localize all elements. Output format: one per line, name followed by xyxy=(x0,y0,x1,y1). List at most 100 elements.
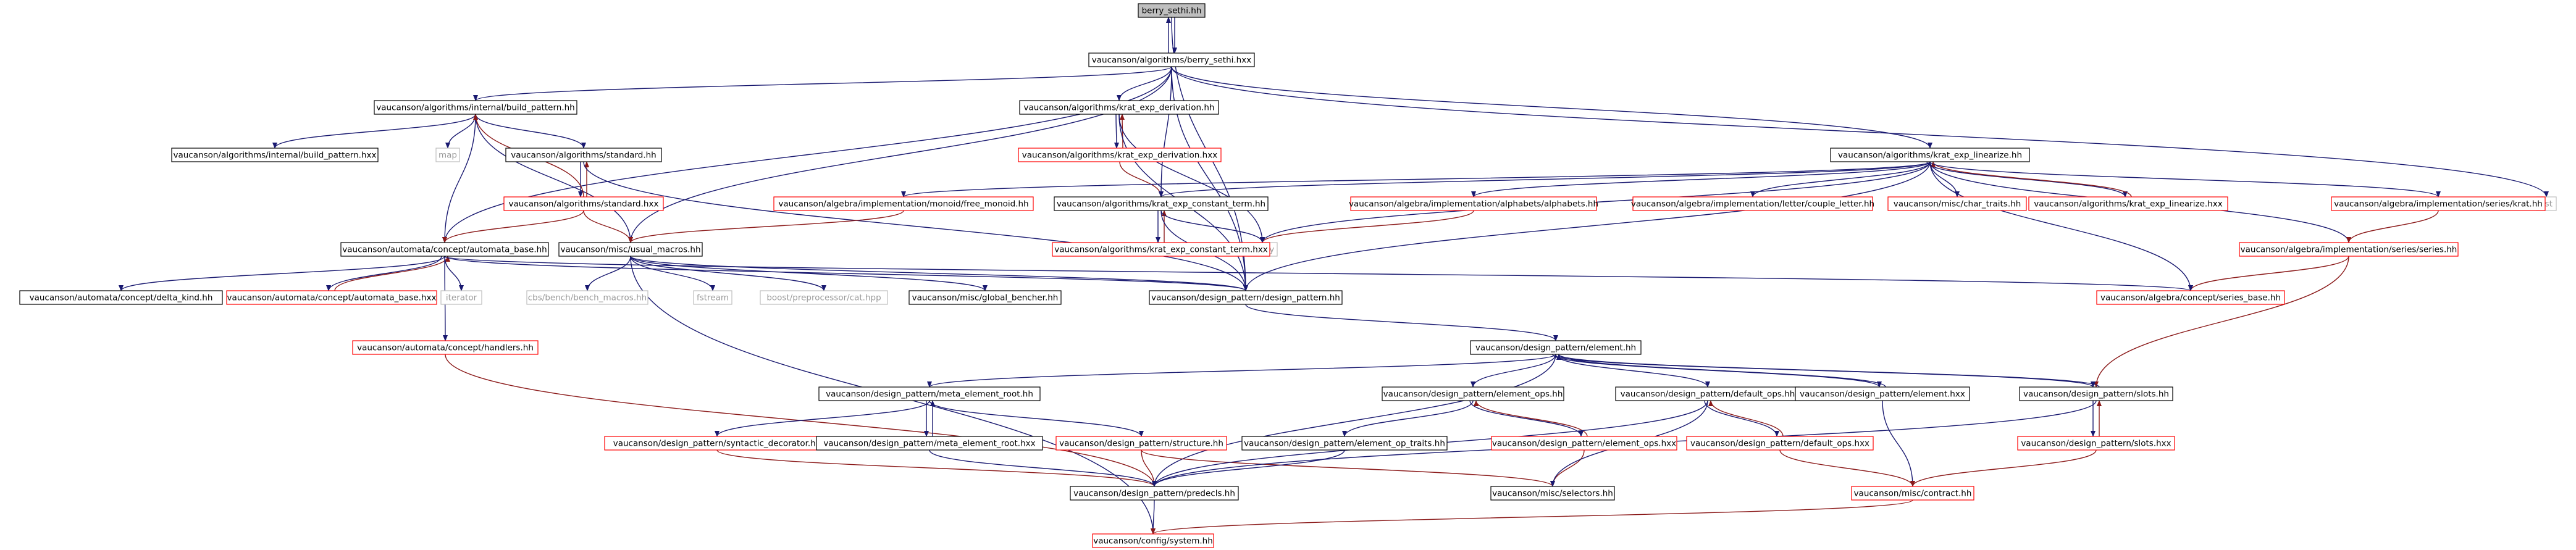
node-krat-exp-linearize-hh[interactable]: vaucanson/algorithms/krat_exp_linearize.… xyxy=(1830,148,2030,162)
node-label-delta-kind: vaucanson/automata/concept/delta_kind.hh xyxy=(30,293,213,303)
node-label-meta-element-root-hxx: vaucanson/design_pattern/meta_element_ro… xyxy=(823,439,1035,449)
node-series-base[interactable]: vaucanson/algebra/concept/series_base.hh xyxy=(2096,290,2285,305)
node-box-bench-macros xyxy=(526,290,648,305)
node-build-pattern-hxx[interactable]: vaucanson/algorithms/internal/build_patt… xyxy=(171,148,379,162)
node-box-usual-macros xyxy=(558,242,703,257)
node-box-design-pattern-hh xyxy=(1149,290,1343,305)
node-label-predecls: vaucanson/design_pattern/predecls.hh xyxy=(1073,489,1235,499)
node-linearize-hxx[interactable]: vaucanson/algorithms/krat_exp_linearize.… xyxy=(2028,196,2228,211)
node-box-series-base xyxy=(2096,290,2285,305)
edge-constant-term-hh-to-utility xyxy=(1160,210,1265,243)
node-box-element-op-traits xyxy=(1241,436,1448,451)
edge-element-hxx-to-contract xyxy=(1882,400,1915,487)
node-krat-hh[interactable]: vaucanson/algebra/implementation/series/… xyxy=(2331,196,2546,211)
node-box-element-ops-hh xyxy=(1382,386,1564,401)
node-slots-hxx[interactable]: vaucanson/design_pattern/slots.hxx xyxy=(2017,436,2175,451)
node-series-hh[interactable]: vaucanson/algebra/implementation/series/… xyxy=(2239,242,2459,257)
node-constant-term-hxx[interactable]: vaucanson/algorithms/krat_exp_constant_t… xyxy=(1052,242,1270,257)
node-usual-macros[interactable]: vaucanson/misc/usual_macros.hh xyxy=(558,242,703,257)
node-box-config-system xyxy=(1092,533,1214,548)
node-handlers[interactable]: vaucanson/automata/concept/handlers.hh xyxy=(352,340,539,355)
node-box-element-hh xyxy=(1470,340,1642,355)
node-predecls[interactable]: vaucanson/design_pattern/predecls.hh xyxy=(1070,486,1239,501)
node-box-root xyxy=(1138,3,1206,18)
edge-design-pattern-hh-to-element-hh xyxy=(1245,304,1558,341)
edge-krat-exp-linearize-hh-to-design-pattern-hh xyxy=(1243,161,1931,291)
edge-series-hh-to-series-base xyxy=(2188,256,2349,291)
node-standard-hxx[interactable]: vaucanson/algorithms/standard.hxx xyxy=(503,196,664,211)
node-element-hh[interactable]: vaucanson/design_pattern/element.hh xyxy=(1470,340,1642,355)
node-label-element-ops-hxx: vaucanson/design_pattern/element_ops.hxx xyxy=(1492,439,1676,449)
edge-standard-hxx-to-usual-macros xyxy=(583,210,633,243)
edge-slots-hh-to-element-hh xyxy=(1556,354,2100,388)
node-bench-macros[interactable]: cbs/bench/bench_macros.hh xyxy=(526,290,648,305)
node-box-build-pattern-hh xyxy=(374,100,577,115)
node-label-iterator: iterator xyxy=(446,293,477,303)
node-label-series-hh: vaucanson/algebra/implementation/series/… xyxy=(2241,245,2457,255)
node-label-bench-macros: cbs/bench/bench_macros.hh xyxy=(528,293,647,303)
edge-automata-base-hh-to-series-base xyxy=(444,256,2193,291)
node-delta-kind[interactable]: vaucanson/automata/concept/delta_kind.hh xyxy=(19,290,223,305)
edge-automata-base-hh-to-iterator xyxy=(444,256,464,291)
node-contract[interactable]: vaucanson/misc/contract.hh xyxy=(1851,486,1974,501)
edge-build-pattern-hh-to-automata-base-hh xyxy=(442,114,476,243)
edge-alphabets-to-utility xyxy=(1260,210,1474,243)
node-box-constant-term-hxx xyxy=(1052,242,1270,257)
node-element-ops-hh[interactable]: vaucanson/design_pattern/element_ops.hh xyxy=(1382,386,1564,401)
node-krat-exp-derivation-hxx[interactable]: vaucanson/algorithms/krat_exp_derivation… xyxy=(1018,148,1222,162)
node-label-slots-hh: vaucanson/design_pattern/slots.hh xyxy=(2023,390,2169,399)
node-selectors[interactable]: vaucanson/misc/selectors.hh xyxy=(1490,486,1615,501)
edge-contract-to-config-system xyxy=(1151,499,1913,535)
node-box-meta-element-root-hxx xyxy=(816,436,1043,451)
node-box-contract xyxy=(1851,486,1974,501)
edge-bs-hxx-to-build-pattern-hh xyxy=(473,66,1172,101)
node-default-ops-hxx[interactable]: vaucanson/design_pattern/default_ops.hxx xyxy=(1686,436,1874,451)
node-automata-base-hxx[interactable]: vaucanson/automata/concept/automata_base… xyxy=(226,290,437,305)
node-automata-base-hh[interactable]: vaucanson/automata/concept/automata_base… xyxy=(340,242,549,257)
node-design-pattern-hh[interactable]: vaucanson/design_pattern/design_pattern.… xyxy=(1149,290,1343,305)
node-box-build-pattern-hxx xyxy=(171,148,379,162)
node-label-syntactic-decorator: vaucanson/design_pattern/syntactic_decor… xyxy=(613,439,821,449)
node-element-ops-hxx[interactable]: vaucanson/design_pattern/element_ops.hxx xyxy=(1491,436,1677,451)
node-iterator[interactable]: iterator xyxy=(440,290,482,305)
node-meta-element-root-hh[interactable]: vaucanson/design_pattern/meta_element_ro… xyxy=(818,386,1041,401)
node-free-monoid[interactable]: vaucanson/algebra/implementation/monoid/… xyxy=(773,196,1034,211)
node-element-op-traits[interactable]: vaucanson/design_pattern/element_op_trai… xyxy=(1241,436,1448,451)
node-default-ops-hh[interactable]: vaucanson/design_pattern/default_ops.hh xyxy=(1615,386,1800,401)
node-element-hxx[interactable]: vaucanson/design_pattern/element.hxx xyxy=(1795,386,1970,401)
node-box-boost-cat xyxy=(760,290,888,305)
node-bs-hxx[interactable]: vaucanson/algorithms/berry_sethi.hxx xyxy=(1088,52,1255,67)
node-root[interactable]: berry_sethi.hh xyxy=(1138,3,1206,18)
node-alphabets[interactable]: vaucanson/algebra/implementation/alphabe… xyxy=(1349,196,1598,211)
node-constant-term-hh[interactable]: vaucanson/algorithms/krat_exp_constant_t… xyxy=(1054,196,1269,211)
node-fstream[interactable]: fstream xyxy=(693,290,732,305)
node-config-system[interactable]: vaucanson/config/system.hh xyxy=(1092,533,1214,548)
node-boost-cat[interactable]: boost/preprocessor/cat.hpp xyxy=(760,290,888,305)
node-label-krat-hh: vaucanson/algebra/implementation/series/… xyxy=(2334,199,2543,209)
node-box-automata-base-hxx xyxy=(226,290,437,305)
node-char-traits[interactable]: vaucanson/misc/char_traits.hh xyxy=(1887,196,2027,211)
node-slots-hh[interactable]: vaucanson/design_pattern/slots.hh xyxy=(2019,386,2173,401)
node-meta-element-root-hxx[interactable]: vaucanson/design_pattern/meta_element_ro… xyxy=(816,436,1043,451)
node-standard-hh[interactable]: vaucanson/algorithms/standard.hh xyxy=(505,148,662,162)
node-label-structure-hh: vaucanson/design_pattern/structure.hh xyxy=(1059,439,1223,449)
node-box-krat-exp-derivation-hh xyxy=(1019,100,1219,115)
node-box-series-hh xyxy=(2239,242,2459,257)
edge-build-pattern-hh-to-build-pattern-hxx xyxy=(272,114,476,149)
edge-build-pattern-hh-to-standard-hh xyxy=(475,114,586,149)
node-build-pattern-hh[interactable]: vaucanson/algorithms/internal/build_patt… xyxy=(374,100,577,115)
node-label-standard-hxx: vaucanson/algorithms/standard.hxx xyxy=(509,199,659,209)
node-syntactic-decorator[interactable]: vaucanson/design_pattern/syntactic_decor… xyxy=(604,436,830,451)
node-label-map: map xyxy=(438,151,457,160)
node-map[interactable]: map xyxy=(435,148,460,162)
node-global-bencher[interactable]: vaucanson/misc/global_bencher.hh xyxy=(908,290,1062,305)
node-box-element-hxx xyxy=(1795,386,1970,401)
node-label-design-pattern-hh: vaucanson/design_pattern/design_pattern.… xyxy=(1151,293,1340,303)
node-box-bs-hxx xyxy=(1088,52,1255,67)
node-structure-hh[interactable]: vaucanson/design_pattern/structure.hh xyxy=(1055,436,1227,451)
edge-element-hh-to-meta-element-root-hh xyxy=(927,354,1556,388)
node-box-default-ops-hxx xyxy=(1686,436,1874,451)
node-krat-exp-derivation-hh[interactable]: vaucanson/algorithms/krat_exp_derivation… xyxy=(1019,100,1219,115)
node-couple-letter[interactable]: vaucanson/algebra/implementation/letter/… xyxy=(1631,196,1874,211)
node-box-map xyxy=(435,148,460,162)
